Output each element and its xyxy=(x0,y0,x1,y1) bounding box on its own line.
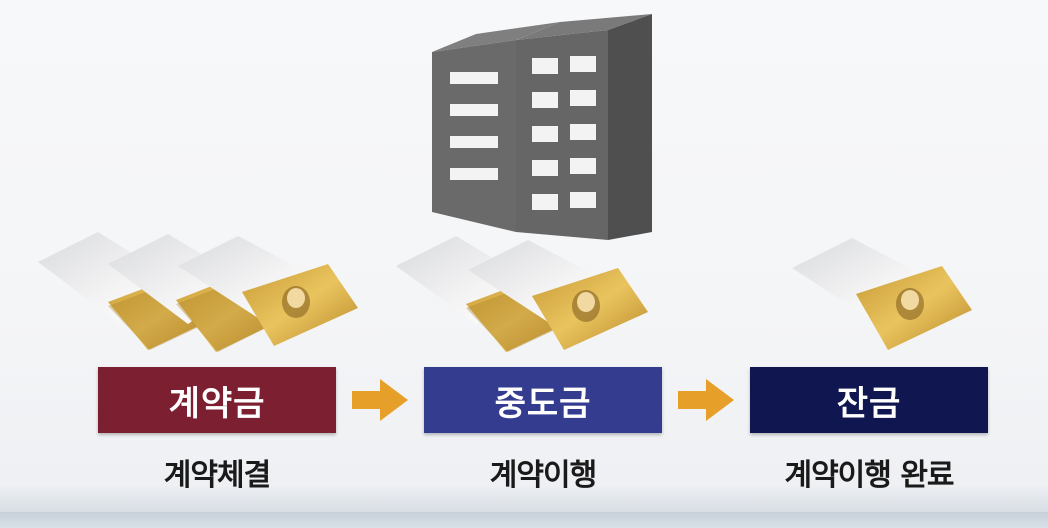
stage-box-interim: 중도금 xyxy=(424,367,662,433)
stage-label: 중도금 xyxy=(494,383,592,424)
stage-label: 계약금 xyxy=(168,383,266,424)
stage-caption-deposit: 계약체결 xyxy=(163,458,271,493)
office-building-icon xyxy=(432,14,652,240)
bottom-band xyxy=(0,512,1048,528)
arrow-right-icon xyxy=(352,379,408,421)
stage-caption-balance: 계약이행 완료 xyxy=(784,458,954,493)
stage-box-balance: 잔금 xyxy=(750,367,988,433)
money-envelope-icon xyxy=(38,232,358,352)
money-envelope-icon xyxy=(396,236,648,352)
money-envelope-icon xyxy=(792,238,972,350)
arrow-right-icon xyxy=(678,379,734,421)
stage-box-deposit: 계약금 xyxy=(98,367,336,433)
stage-caption-interim: 계약이행 xyxy=(489,458,597,493)
stage-label: 잔금 xyxy=(836,383,902,424)
